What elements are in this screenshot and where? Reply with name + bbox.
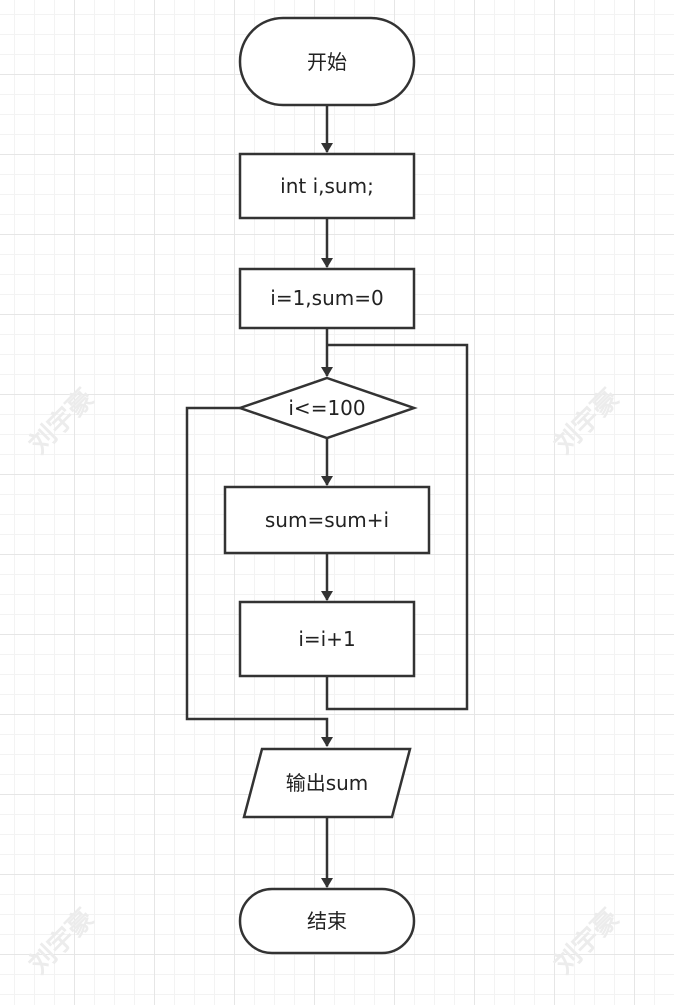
process-shape: [238, 600, 416, 678]
process-shape: [223, 485, 431, 555]
node-increment-label: i=i+1: [298, 627, 355, 651]
node-start-label: 开始: [307, 50, 347, 74]
watermark-text: 刘宇豪: [23, 383, 100, 460]
node-declare-label: int i,sum;: [280, 174, 374, 198]
watermark-text: 刘宇豪: [548, 383, 625, 460]
edges: [185, 105, 469, 888]
node-init-label: i=1,sum=0: [270, 286, 383, 310]
watermark-text: 刘宇豪: [23, 903, 100, 980]
io-shape: [242, 747, 412, 819]
process-shape: [238, 267, 416, 330]
edge-loop-back: [325, 343, 469, 711]
terminator-shape: [238, 16, 416, 107]
node-output-label: 输出sum: [286, 771, 369, 795]
node-end-label: 结束: [307, 909, 347, 933]
process-shape: [238, 152, 416, 220]
node-declare[interactable]: int i,sum;: [238, 152, 416, 220]
node-accumulate[interactable]: sum=sum+i: [223, 485, 431, 555]
node-accumulate-label: sum=sum+i: [265, 508, 389, 532]
node-condition-label: i<=100: [288, 396, 365, 420]
node-end[interactable]: 结束: [238, 887, 416, 955]
terminator-shape: [238, 887, 416, 955]
decision-shape: [236, 376, 418, 440]
node-output[interactable]: 输出sum: [242, 747, 412, 819]
edge-condition-exit: [185, 406, 333, 747]
node-start[interactable]: 开始: [238, 16, 416, 107]
watermark-text: 刘宇豪: [548, 903, 625, 980]
node-init[interactable]: i=1,sum=0: [238, 267, 416, 330]
node-condition[interactable]: i<=100: [236, 376, 418, 440]
node-increment[interactable]: i=i+1: [238, 600, 416, 678]
